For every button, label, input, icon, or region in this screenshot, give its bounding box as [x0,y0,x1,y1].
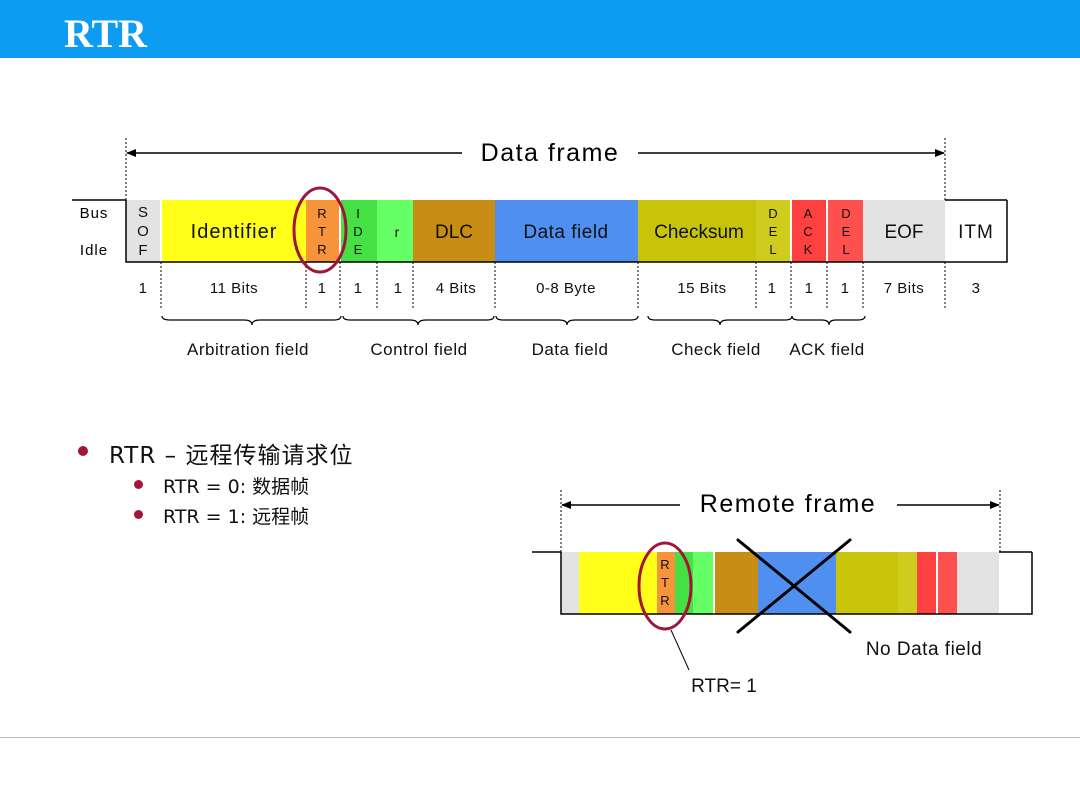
rtr-value-label: RTR= 1 [691,676,757,697]
can-frame-diagram: Data frame Bus Idle S O F Identifier R T… [72,138,1033,697]
svg-text:E: E [354,242,363,257]
svg-text:3: 3 [972,280,981,297]
svg-text:D: D [841,206,850,221]
field-ack [792,200,826,262]
field-itm [945,200,1007,262]
svg-text:1: 1 [354,280,363,297]
field-ack-del [828,200,863,262]
data-frame-field-labels: S O F Identifier R T R I D E r DLC Data … [137,204,994,259]
remote-frame-label: Remote frame [700,490,876,518]
remote-frame-dimension: Remote frame [560,490,1001,552]
field-r [377,200,413,262]
svg-text:E: E [842,224,851,239]
group-data: Data field [532,340,609,359]
svg-text:L: L [842,242,849,257]
field-checksum [638,200,756,262]
svg-text:C: C [803,224,812,239]
svg-text:D: D [768,206,777,221]
group-control: Control field [370,340,467,359]
bullet-rtr-0-text: RTR = 0: 数据帧 [163,476,310,498]
svg-text:D: D [353,224,362,239]
rtr-highlight-ellipse [292,186,348,274]
group-braces [161,315,866,326]
svg-text:1: 1 [805,280,814,297]
field-sof [126,200,160,262]
svg-text:R: R [317,242,326,257]
data-field-label: Data field [523,222,608,243]
svg-text:15 Bits: 15 Bits [677,280,726,297]
svg-text:A: A [804,206,813,221]
group-check: Check field [671,340,761,359]
svg-text:F: F [138,242,147,259]
r-label: r [395,224,400,240]
svg-text:L: L [769,242,776,257]
bit-separators [160,262,946,310]
header-bar: RTR [0,0,1080,58]
eof-label: EOF [884,222,923,243]
field-data [495,200,638,262]
bullet-dot [78,446,88,456]
bullet-rtr-text: RTR – 远程传输请求位 [109,443,354,469]
svg-text:O: O [137,223,149,240]
field-dlc [413,200,495,262]
remote-frame-fields: R T R [532,551,1033,615]
svg-text:1: 1 [139,280,148,297]
group-ack: ACK field [789,340,864,359]
field-del [756,200,790,262]
bus-idle-label-1: Bus [80,205,109,222]
group-arbitration: Arbitration field [187,340,309,359]
svg-text:K: K [804,242,813,257]
svg-text:E: E [769,224,778,239]
bullet-dot [134,510,143,519]
data-frame-label: Data frame [481,139,620,167]
checksum-label: Checksum [654,222,744,243]
svg-text:1: 1 [318,280,327,297]
svg-text:0-8 Byte: 0-8 Byte [536,280,596,297]
svg-text:1: 1 [768,280,777,297]
identifier-label: Identifier [191,221,278,243]
svg-text:S: S [138,204,148,221]
svg-text:T: T [318,224,326,239]
field-eof [863,200,945,262]
svg-text:11 Bits: 11 Bits [210,280,258,297]
bullet-dot [134,480,143,489]
field-rtr [306,200,339,262]
svg-text:4 Bits: 4 Bits [436,280,477,297]
bullet-rtr-1-text: RTR = 1: 远程帧 [163,506,310,528]
svg-text:R: R [317,206,326,221]
footer-divider [0,737,1080,738]
no-data-cross [736,538,852,634]
svg-text:1: 1 [394,280,403,297]
remote-rtr-highlight-ellipse [637,541,693,631]
group-labels: Arbitration field Control field Data fie… [187,340,864,359]
bit-counts: 1 11 Bits 1 1 1 4 Bits 0-8 Byte 15 Bits … [139,280,981,297]
bus-idle-label-2: Idle [80,242,108,259]
svg-text:7 Bits: 7 Bits [884,280,925,297]
no-data-field-label: No Data field [866,639,982,660]
svg-text:1: 1 [841,280,850,297]
data-frame-fields [125,199,1008,263]
svg-text:R: R [660,593,669,608]
dlc-label: DLC [435,222,473,243]
svg-text:R: R [660,557,669,572]
page-title: RTR [64,11,148,56]
itm-label: ITM [958,222,994,243]
data-frame-dimension: Data frame [125,138,946,200]
svg-text:T: T [661,575,669,590]
svg-text:I: I [356,206,360,221]
rtr-pointer-line [670,629,690,671]
field-identifier [162,200,306,262]
bus-idle: Bus Idle [72,199,126,259]
